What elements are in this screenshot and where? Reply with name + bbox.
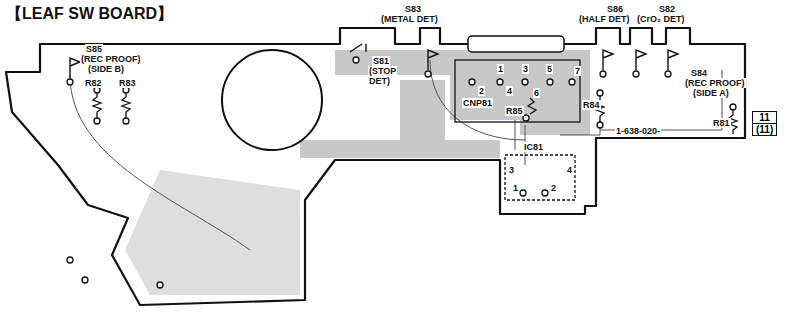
part-ref: S85 [85,44,103,54]
pin-number: 4 [566,165,573,175]
part-ref: R85 [505,106,524,116]
board-outline [6,28,745,305]
pin-number: 2 [550,183,557,193]
switch-function: (SIDE B) [87,64,125,74]
part-ref: R83 [118,78,137,88]
part-ref: R82 [84,78,103,88]
switch-function: (REC PROOF) [80,54,142,64]
pin-number: 1 [497,64,504,74]
switch-function: (CrO₂ DET) [636,14,686,24]
pin-number: 6 [533,88,540,98]
pin-number: 3 [508,165,515,175]
switch-function: (HALF DET) [578,14,631,24]
switch-function: DET) [368,76,391,86]
switch-function: (SIDE A) [692,88,730,98]
board-title: 【LEAF SW BOARD】 [6,4,173,25]
pin-number: 2 [478,86,485,96]
connector-outline [455,60,580,122]
part-ref: S81 [372,56,390,66]
part-ref: S83 [404,4,422,14]
switch-function: (STOP [368,66,397,76]
page-ref: 11 [753,112,776,123]
part-ref: IC81 [523,142,544,152]
solder-pads [67,57,736,288]
trace-lines [70,60,722,250]
part-ref: S82 [658,4,676,14]
part-ref: R84 [582,100,601,110]
connector-tab [468,36,564,52]
part-ref: CNP81 [462,98,493,108]
part-ref: S86 [606,4,624,14]
switch-function: (REC PROOF) [684,78,746,88]
pin-number: 5 [546,64,553,74]
ic-outline [505,155,575,200]
pin-number: 7 [574,66,581,76]
switch-ref: 1-638-020- [615,126,661,136]
leaf-switch-symbols [70,44,678,78]
page-ref: (11) [753,123,776,135]
pin-number: 4 [506,86,513,96]
page-ref-box: 11(11) [752,111,777,136]
switch-function: (METAL DET) [380,14,439,24]
mounting-hole [222,50,322,150]
pin-number: 1 [512,183,519,193]
copper-traces [125,50,590,295]
pin-number: 3 [522,64,529,74]
part-ref: R81 [712,118,731,128]
part-ref: S84 [690,68,708,78]
